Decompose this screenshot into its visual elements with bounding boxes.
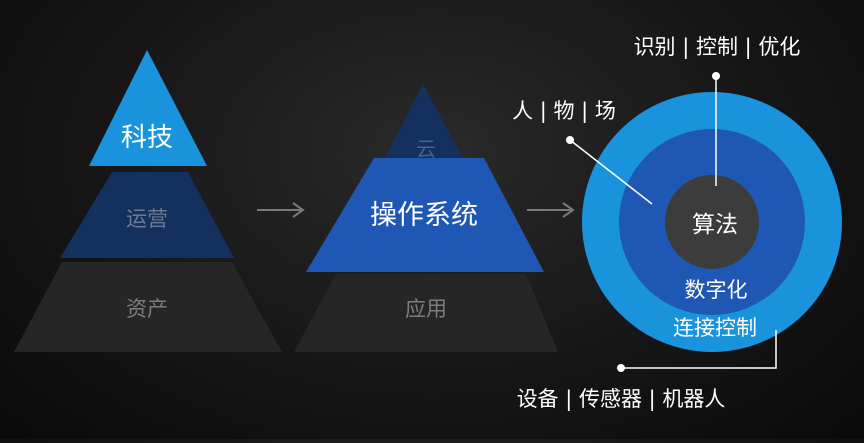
pyramid-left-bottom-label: 资产 <box>126 297 168 321</box>
pyramid-middle-top-label: 云 <box>416 137 436 161</box>
core-circle <box>665 175 759 269</box>
pyramid-middle-middle-layer <box>306 158 544 272</box>
pyramid-left-top-label: 科技 <box>121 123 173 153</box>
outer-ring-label: 连接控制 <box>673 316 757 340</box>
arrow-1-head <box>292 202 305 218</box>
pyramid-middle-bottom-layer <box>294 274 558 352</box>
callout-left-top-line <box>569 139 653 205</box>
pyramid-middle-bottom-label: 应用 <box>405 297 447 321</box>
pyramid-left-middle-label: 运营 <box>126 207 168 231</box>
arrow-1 <box>257 202 305 218</box>
concentric-circle: 算法 数字化 连接控制 <box>582 92 842 352</box>
pyramid-left-bottom-layer <box>14 262 282 352</box>
pyramid-left-top-layer <box>89 50 207 166</box>
core-label: 算法 <box>692 212 738 238</box>
pyramid-middle: 云 操作系统 应用 <box>294 84 558 352</box>
callout-left-top-dot <box>566 136 574 144</box>
pyramid-middle-top-layer <box>385 84 463 158</box>
callout-bottom-dot <box>617 364 625 372</box>
pyramid-middle-middle-label: 操作系统 <box>370 200 478 231</box>
callout-bottom-line <box>621 330 777 369</box>
arrow-2-head <box>562 202 575 218</box>
middle-ring-label: 数字化 <box>685 278 748 302</box>
callout-lines <box>566 72 777 372</box>
arrow-2 <box>527 202 575 218</box>
pyramid-left-middle-layer <box>60 172 234 258</box>
callout-top-right-dot <box>712 72 720 80</box>
label-top-right: 识别 | 控制 | 优化 <box>634 35 801 60</box>
pyramid-left: 科技 运营 资产 <box>14 50 282 352</box>
label-left-top: 人 | 物 | 场 <box>512 99 616 124</box>
label-bottom: 设备 | 传感器 | 机器人 <box>517 387 726 412</box>
